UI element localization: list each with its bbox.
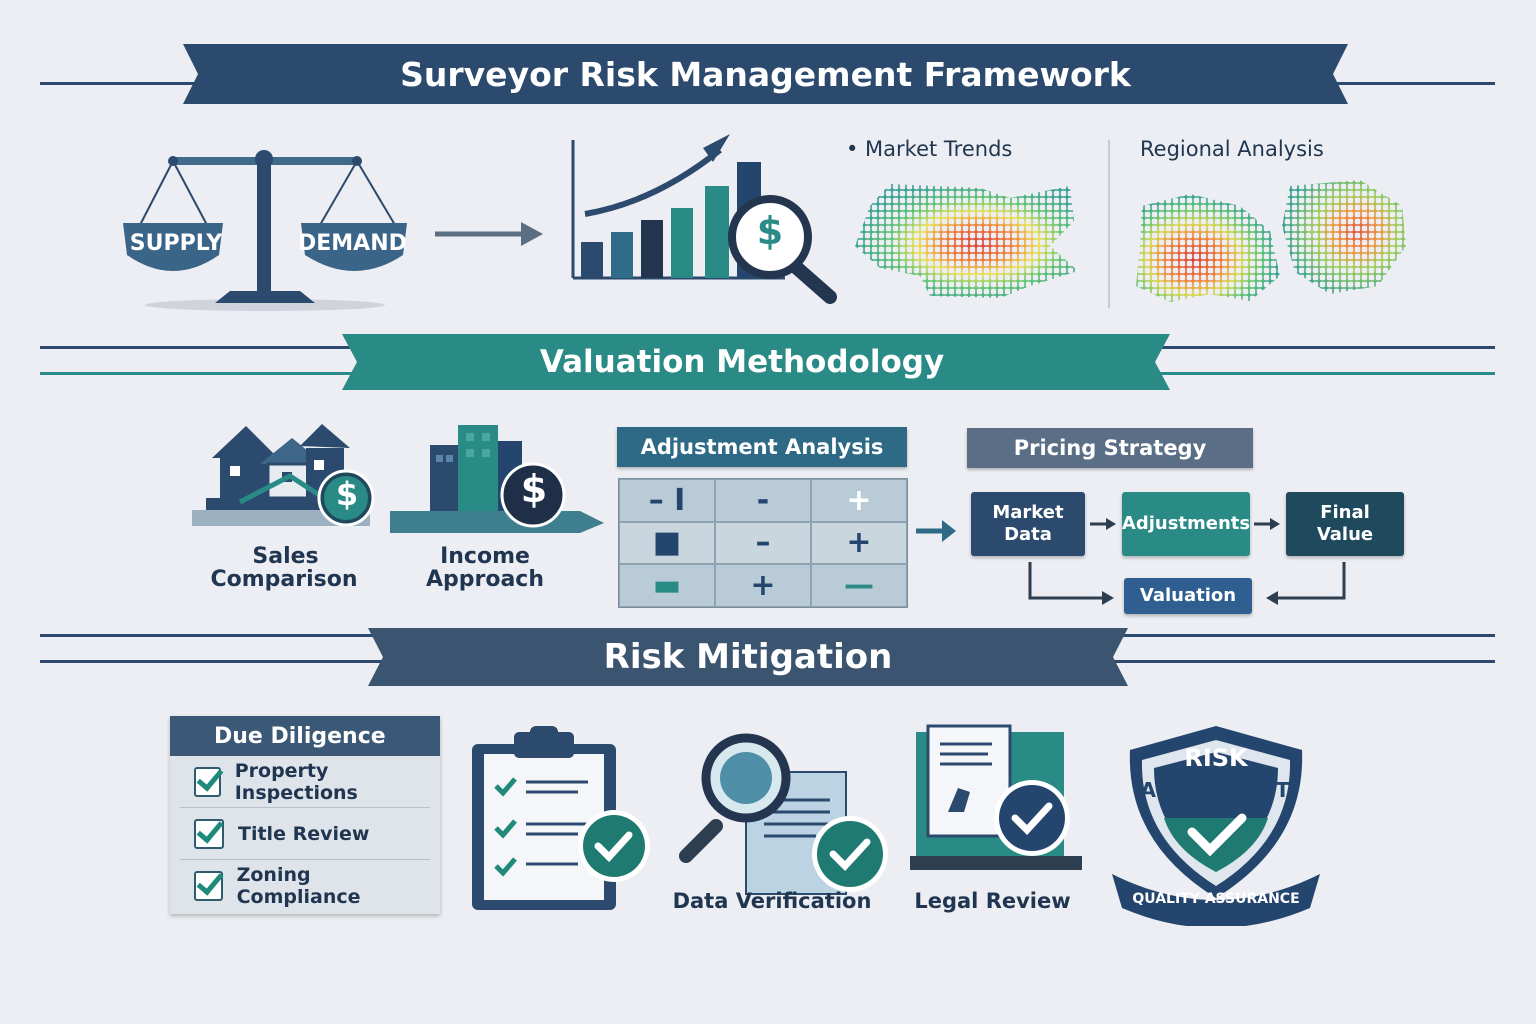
dollar-sign-icon: $ — [756, 209, 784, 253]
legal-review-document-icon — [910, 724, 1082, 870]
heatmap-divider — [1108, 140, 1110, 308]
badge-ribbon-label: QUALITY ASSURANCE — [1132, 891, 1300, 907]
grid-to-flow-arrow-icon — [916, 520, 956, 542]
adjustment-cell: ■ — [619, 521, 715, 565]
adjustment-cell: – — [715, 521, 811, 565]
valuation-rule-right-top — [1160, 346, 1495, 349]
adjustment-cell: + — [715, 564, 811, 607]
due-diligence-item: Zoning Compliance — [180, 860, 430, 911]
risk-rule-left-bottom — [40, 660, 390, 663]
regional-analysis-label: Regional Analysis — [1140, 137, 1324, 161]
risk-rule-right-top — [1110, 634, 1495, 637]
valuation-banner-shape — [342, 334, 1170, 390]
valuation-title: Valuation Methodology — [539, 344, 945, 380]
pricing-strategy-header: Pricing Strategy — [967, 428, 1253, 468]
market-data-label-2: Data — [1004, 524, 1052, 545]
income-approach-label-2: Approach — [425, 567, 545, 592]
due-diligence-title: Due Diligence — [170, 716, 440, 756]
market-trends-label: • Market Trends — [846, 137, 1013, 161]
due-diligence-item-label: Title Review — [238, 822, 370, 845]
balance-scale-icon — [123, 150, 407, 311]
income-dollar-icon: $ — [520, 467, 548, 511]
top-rule-right — [1330, 82, 1495, 85]
top-rule-left — [40, 82, 200, 85]
checkbox-checked-icon — [194, 818, 224, 849]
income-approach-buildings-icon — [390, 425, 604, 533]
market-trends-heatmap — [855, 184, 1078, 298]
sales-comparison-label-1: Sales — [252, 544, 319, 569]
adjustment-cell: — — [811, 564, 907, 607]
page-title: Surveyor Risk Management Framework — [400, 54, 1131, 94]
badge-line-1: RISK — [1184, 744, 1248, 772]
sales-comparison-label-2: Comparison — [210, 567, 358, 592]
final-value-label-1: Final — [1320, 501, 1370, 523]
data-verification-magnifier-icon — [679, 733, 888, 895]
due-diligence-panel: Due Diligence Property Inspections Title… — [170, 716, 440, 914]
due-diligence-item: Property Inspections — [180, 756, 430, 808]
income-approach-label-1: Income — [440, 544, 530, 569]
final-value-box: Final Value — [1286, 492, 1404, 556]
due-diligence-item: Title Review — [180, 808, 430, 860]
risk-assessment-shield-icon — [1112, 726, 1320, 926]
adjustment-cell: + — [811, 479, 907, 522]
sales-dollar-icon: $ — [335, 475, 359, 513]
valuation-rule-right-bottom — [1160, 372, 1495, 375]
growth-chart-icon — [571, 134, 837, 304]
market-data-label-1: Market — [992, 501, 1064, 523]
valuation-rule-left-bottom — [40, 372, 360, 375]
risk-title: Risk Mitigation — [603, 637, 893, 677]
adjustment-cell: - — [715, 479, 811, 522]
demand-label: DEMAND — [298, 231, 407, 256]
final-value-label-2: Value — [1316, 524, 1374, 545]
due-diligence-item-label: Zoning Compliance — [236, 863, 361, 908]
checkbox-checked-icon — [194, 870, 223, 901]
due-diligence-item-label: Property Inspections — [234, 759, 358, 804]
supply-label: SUPPLY — [129, 231, 223, 256]
sales-comparison-houses-icon — [192, 424, 375, 527]
legal-review-label: Legal Review — [914, 889, 1071, 913]
adjustment-cell: + — [811, 521, 907, 565]
adjustments-box: Adjustments — [1122, 492, 1250, 556]
adjustment-cell: – I — [619, 479, 715, 522]
data-verification-label: Data Verification — [672, 889, 872, 913]
adjustment-grid: – I - + ■ – + ▬ + — — [618, 478, 908, 608]
adjustment-analysis-header: Adjustment Analysis — [617, 427, 907, 467]
market-data-box: Market Data — [971, 492, 1085, 556]
risk-banner-shape — [368, 628, 1128, 686]
badge-line-2: ASSESSMENT — [1140, 778, 1290, 802]
right-arrow-icon — [435, 222, 543, 246]
adjustment-cell: ▬ — [619, 564, 715, 607]
clipboard-checklist-icon — [472, 726, 650, 910]
risk-rule-left-top — [40, 634, 390, 637]
title-banner-shape — [183, 44, 1348, 104]
flow-arrows — [1028, 518, 1346, 605]
valuation-rule-left-top — [40, 346, 360, 349]
risk-rule-right-bottom — [1110, 660, 1495, 663]
regional-analysis-heatmap — [1136, 180, 1406, 302]
valuation-box: Valuation — [1124, 578, 1252, 614]
checkbox-checked-icon — [194, 766, 221, 797]
